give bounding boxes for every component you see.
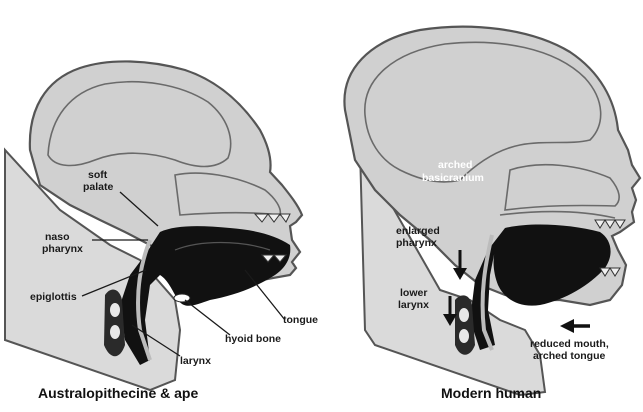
label-nasopharynx-line2: pharynx bbox=[42, 243, 83, 255]
human-head-panel: arched basicranium enlarged pharynx lowe… bbox=[344, 27, 640, 401]
hyoid-bone-leader bbox=[185, 300, 230, 335]
label-larynx: larynx bbox=[180, 355, 211, 367]
label-soft-palate-line2: palate bbox=[83, 181, 114, 193]
caption-australopithecine: Australopithecine & ape bbox=[38, 385, 198, 401]
label-tongue: tongue bbox=[283, 314, 318, 326]
caption-modern-human: Modern human bbox=[441, 385, 541, 401]
label-arched-line1: arched bbox=[438, 159, 472, 171]
label-lower-line2: larynx bbox=[398, 299, 429, 311]
label-enlarged-line2: pharynx bbox=[396, 237, 437, 249]
human-upper-teeth bbox=[595, 220, 625, 228]
label-enlarged-line1: enlarged bbox=[396, 225, 440, 237]
ape-vertebra-2 bbox=[110, 325, 120, 339]
human-vertebra-2 bbox=[459, 329, 469, 343]
arrow-mouth-back bbox=[560, 319, 590, 333]
label-reduced-line1: reduced mouth, bbox=[530, 338, 609, 350]
ape-hyoid-bone bbox=[174, 294, 190, 302]
ape-larynx-area bbox=[104, 290, 125, 357]
label-hyoid-bone: hyoid bone bbox=[225, 333, 281, 345]
label-soft-palate-line1: soft bbox=[88, 169, 108, 181]
label-epiglottis: epiglottis bbox=[30, 291, 77, 303]
ape-head-panel: soft palate naso pharynx epiglottis tong… bbox=[5, 61, 318, 401]
label-reduced-line2: arched tongue bbox=[533, 350, 606, 362]
human-vertebra-1 bbox=[459, 308, 469, 322]
ape-vertebra-1 bbox=[110, 303, 120, 317]
label-lower-line1: lower bbox=[400, 287, 427, 299]
label-nasopharynx-line1: naso bbox=[45, 231, 70, 243]
label-arched-line2: basicranium bbox=[422, 172, 484, 184]
